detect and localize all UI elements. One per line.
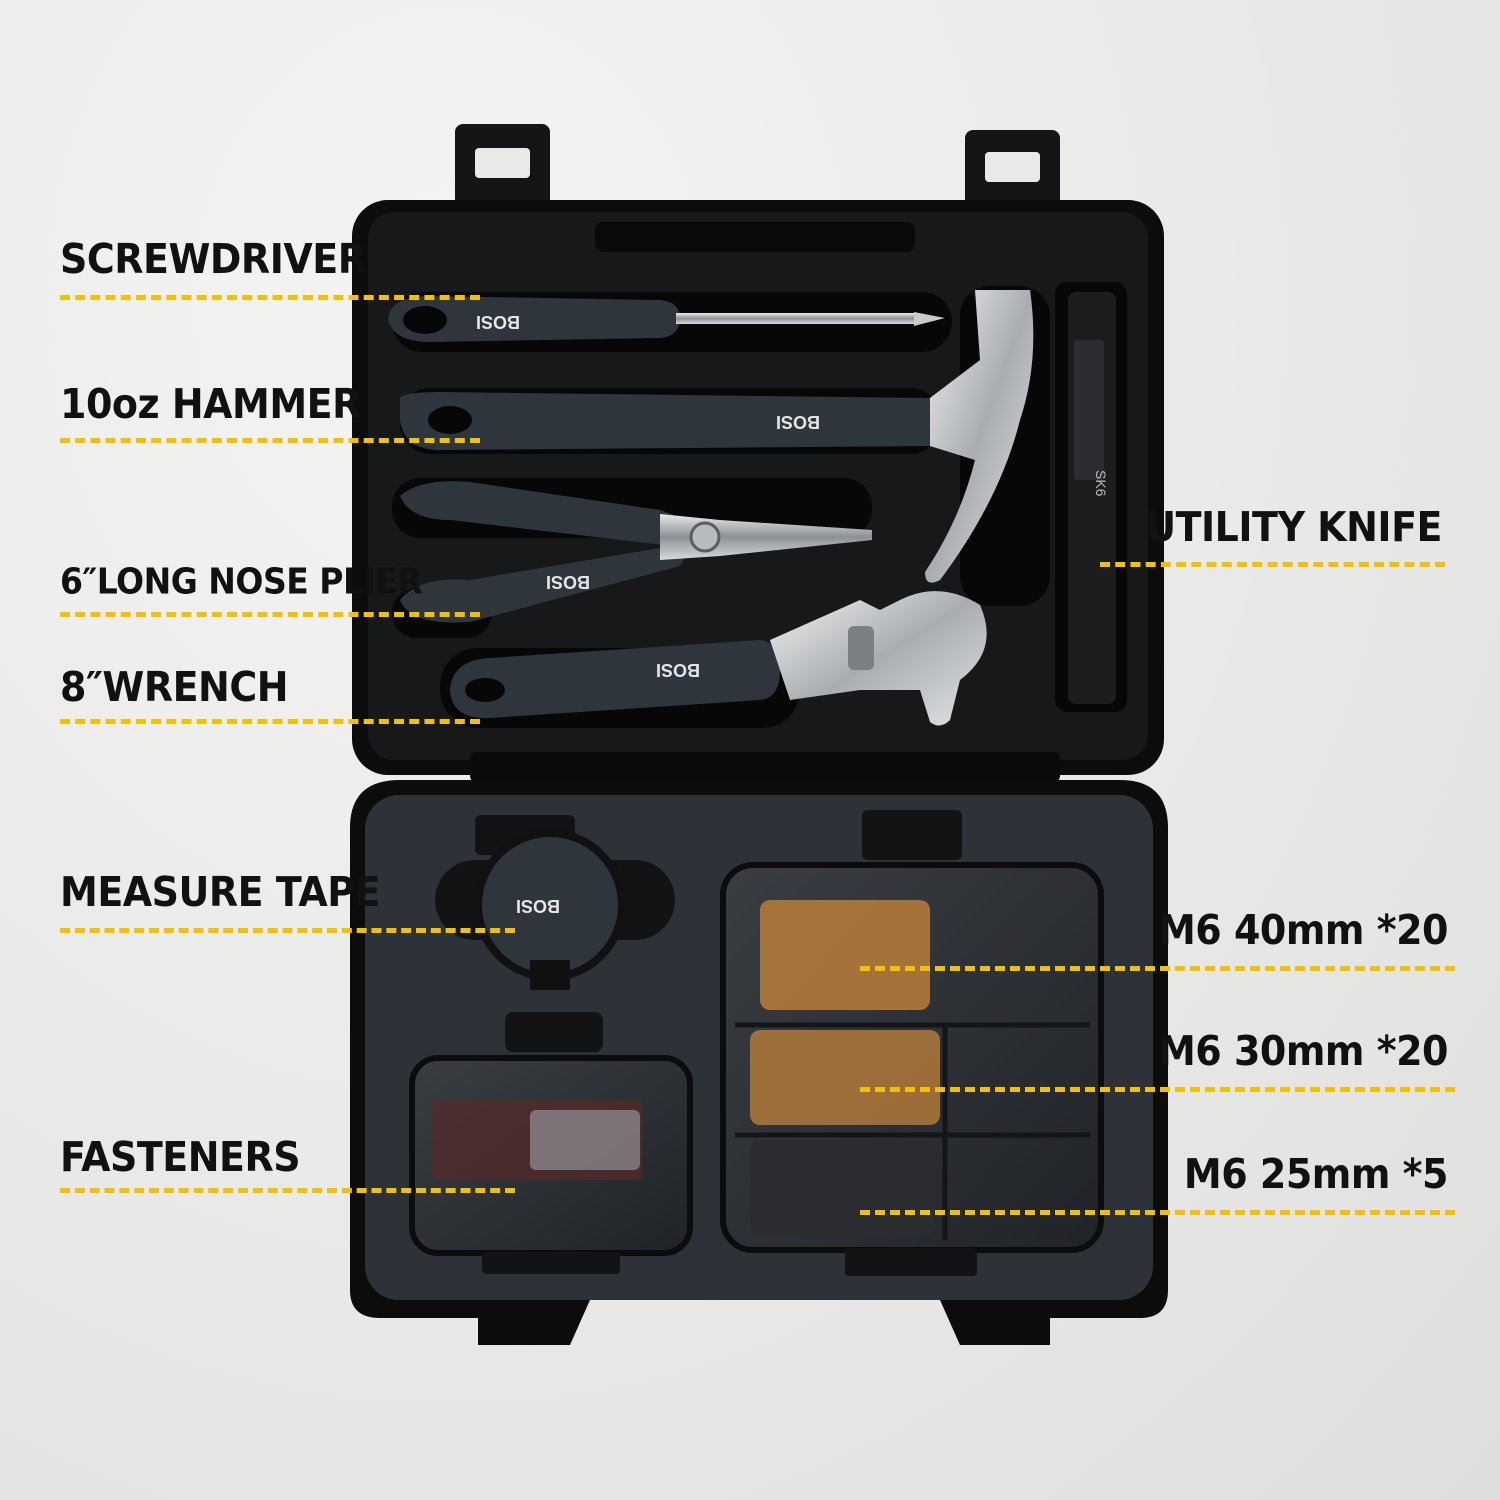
dash-measure-tape bbox=[60, 928, 515, 933]
adjustable-wrench: BOSI bbox=[450, 591, 987, 726]
svg-text:BOSI: BOSI bbox=[656, 660, 700, 680]
svg-text:SK6: SK6 bbox=[1093, 470, 1109, 497]
anchors-25mm bbox=[750, 1140, 935, 1235]
hammer: BOSI bbox=[400, 290, 1034, 583]
dash-m6-40mm bbox=[860, 966, 1455, 971]
label-screwdriver: SCREWDRIVER bbox=[60, 235, 367, 283]
anchors-40mm bbox=[760, 900, 930, 1010]
label-plier: 6″LONG NOSE PLIER bbox=[60, 560, 423, 603]
measure-tape: BOSI bbox=[435, 815, 675, 990]
dash-wrench bbox=[60, 719, 480, 724]
dash-hammer bbox=[60, 438, 480, 443]
dash-plier bbox=[60, 612, 480, 617]
svg-text:BOSI: BOSI bbox=[546, 572, 590, 592]
label-fasteners: FASTENERS bbox=[60, 1133, 301, 1181]
latch-right bbox=[965, 130, 1060, 220]
utility-knife: SK6 bbox=[1068, 292, 1116, 704]
svg-text:BOSI: BOSI bbox=[516, 896, 560, 916]
anchor-bin bbox=[720, 810, 1104, 1276]
label-measure-tape: MEASURE TAPE bbox=[60, 868, 381, 916]
case-hinge bbox=[470, 752, 1060, 782]
dash-m6-25mm bbox=[860, 1210, 1455, 1215]
svg-text:BOSI: BOSI bbox=[776, 412, 820, 432]
label-wrench: 8″WRENCH bbox=[60, 663, 289, 711]
dash-m6-30mm bbox=[860, 1087, 1455, 1092]
fasteners-box bbox=[409, 1012, 693, 1274]
label-hammer: 10oz HAMMER bbox=[60, 380, 361, 428]
dash-fasteners bbox=[60, 1188, 515, 1193]
screwdriver: BOSI bbox=[388, 296, 945, 342]
anchors-30mm bbox=[750, 1030, 940, 1125]
latch-left bbox=[455, 124, 550, 216]
long-nose-plier: BOSI bbox=[400, 481, 872, 623]
dash-screwdriver bbox=[60, 295, 480, 300]
dash-utility-knife bbox=[1100, 562, 1445, 567]
label-m6-40mm: M6 40mm *20 bbox=[1157, 906, 1449, 954]
svg-text:BOSI: BOSI bbox=[476, 312, 520, 332]
label-utility-knife: UTILITY KNIFE bbox=[1145, 503, 1442, 551]
label-m6-25mm: M6 25mm *5 bbox=[1183, 1150, 1449, 1198]
label-m6-30mm: M6 30mm *20 bbox=[1157, 1027, 1449, 1075]
